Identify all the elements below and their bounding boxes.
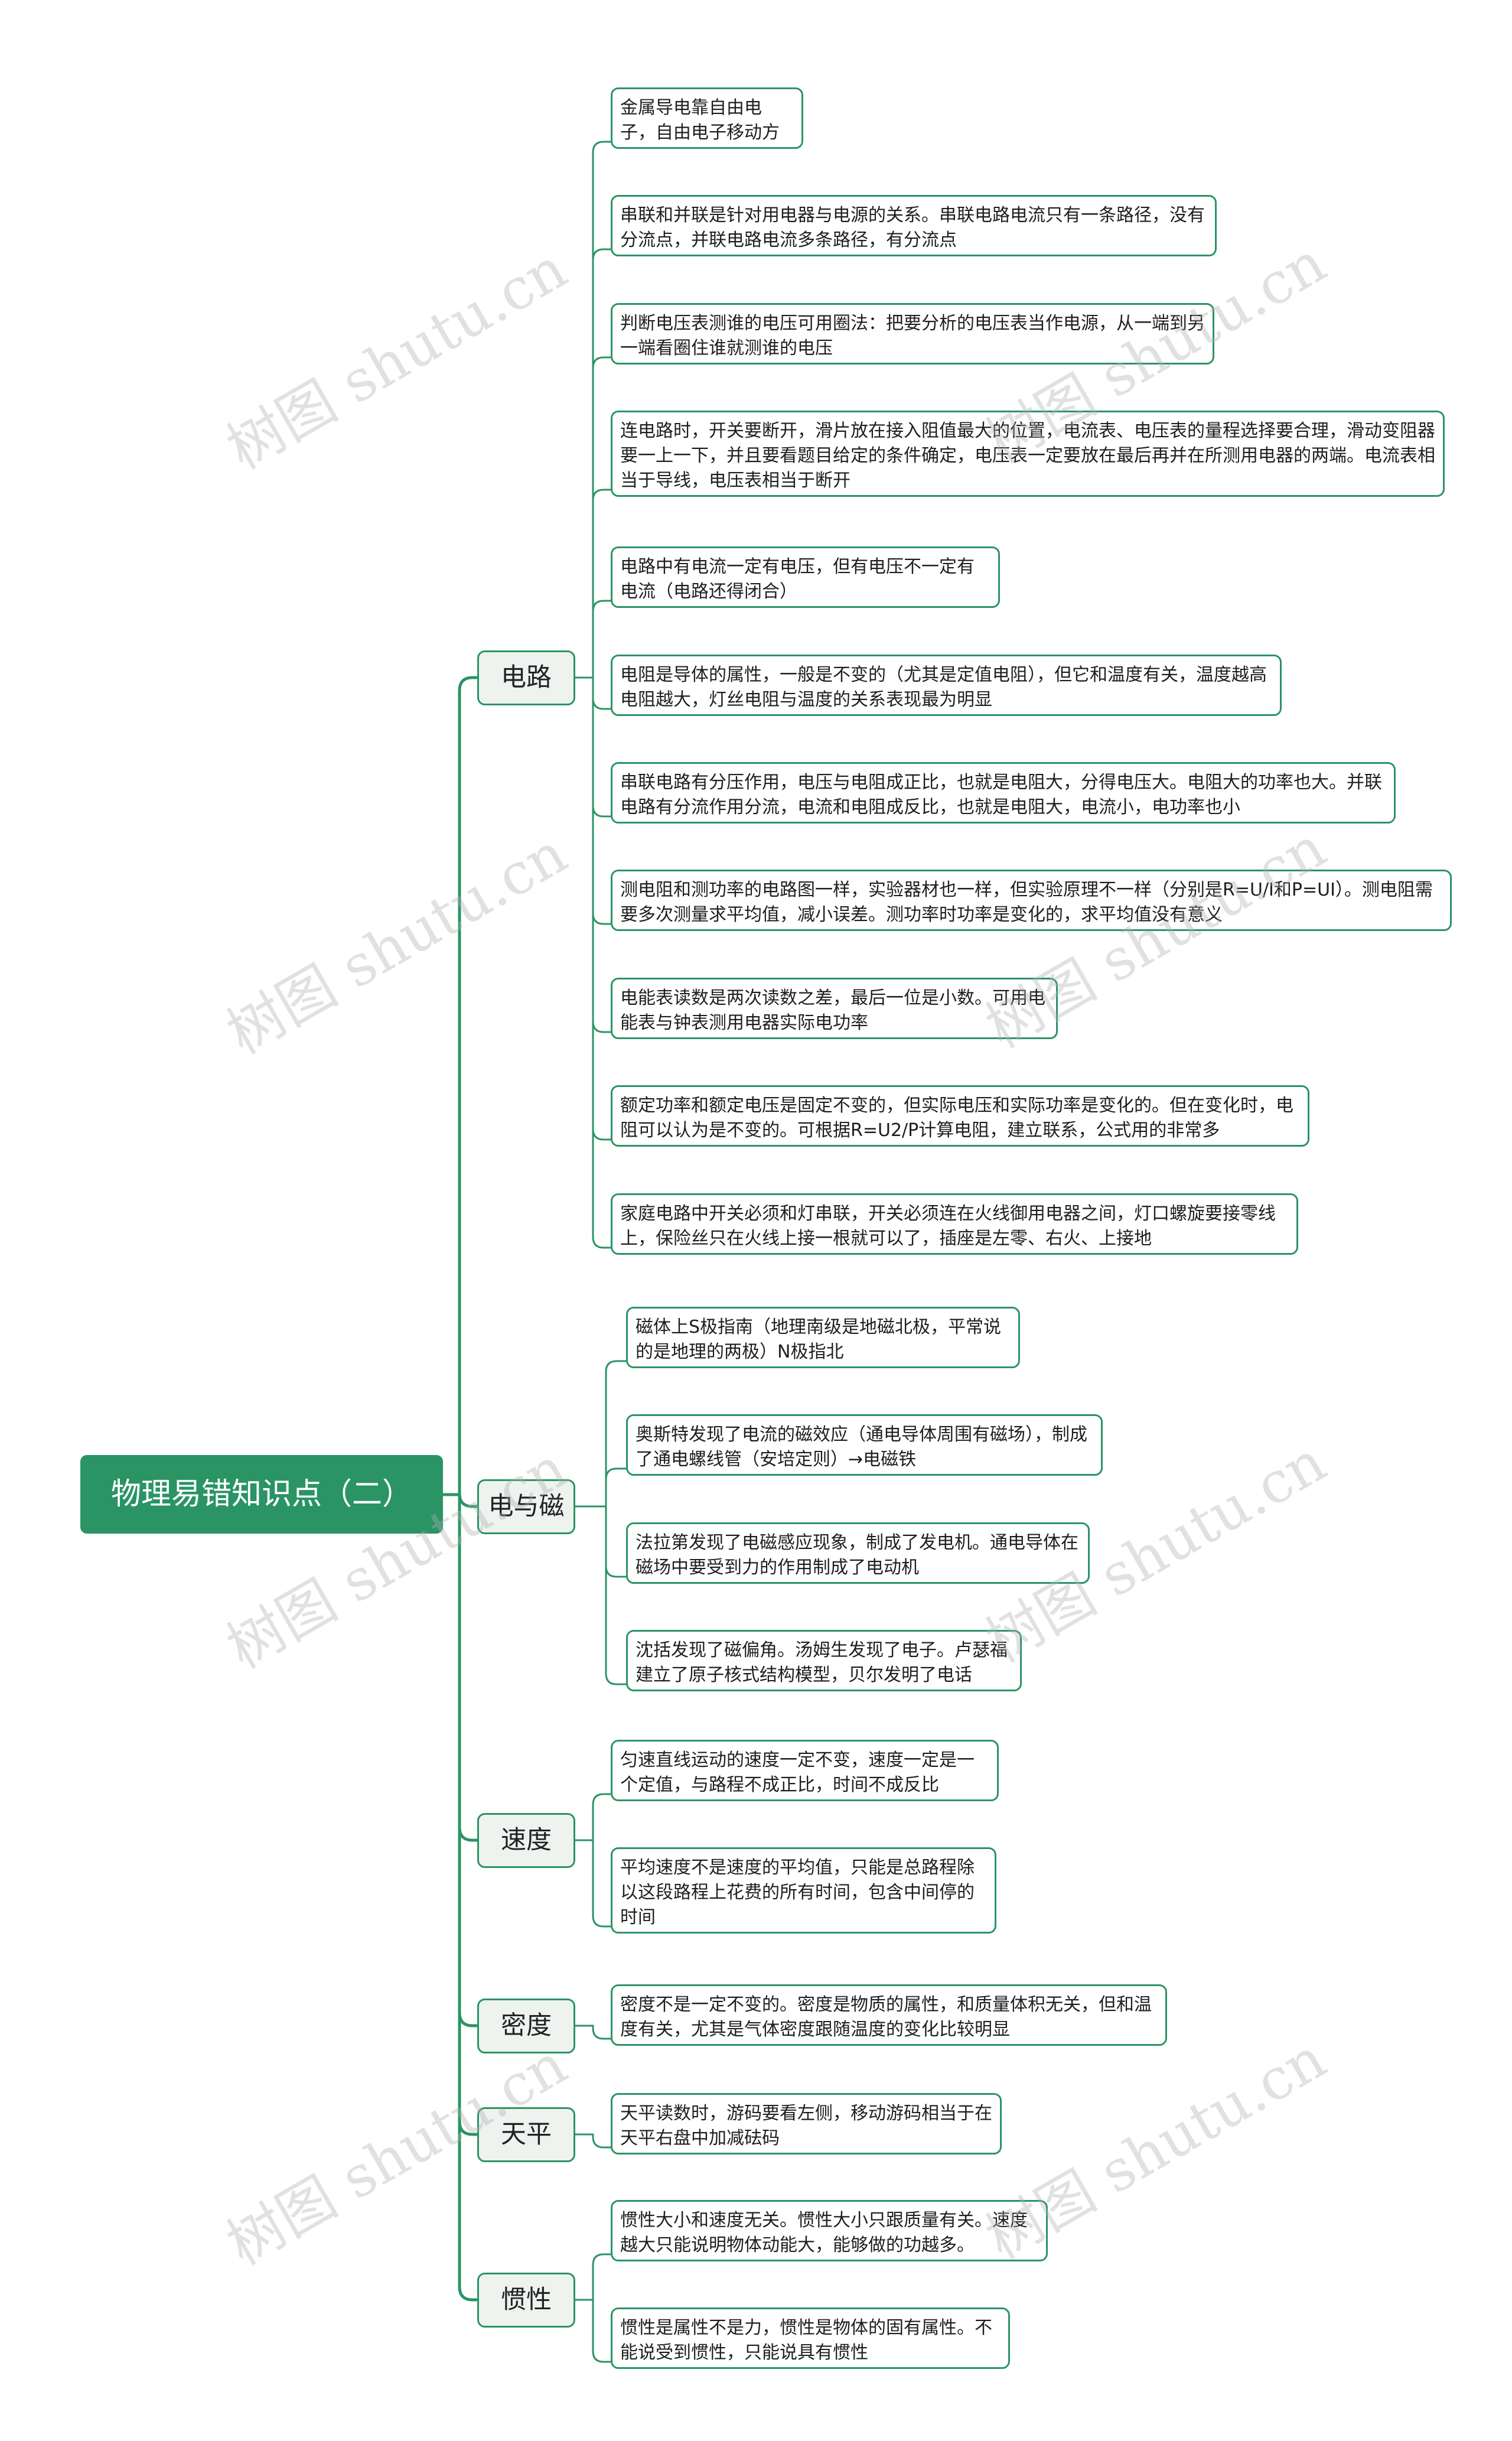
leaf-connector bbox=[592, 676, 612, 1033]
leaf-connector bbox=[592, 356, 612, 679]
branch-node[interactable]: 天平 bbox=[477, 2107, 575, 2162]
leaf-connector bbox=[592, 676, 612, 925]
leaf-connector bbox=[592, 1839, 612, 1928]
branch-connector bbox=[458, 676, 479, 1496]
leaf-node[interactable]: 密度不是一定不变的。密度是物质的属性，和质量体积无关，但和温度有关，尤其是气体密… bbox=[611, 1984, 1167, 2046]
leaf-node[interactable]: 测电阻和测功率的电路图一样，实验器材也一样，但实验原理不一样（分别是R=U/I和… bbox=[611, 870, 1452, 931]
leaf-node[interactable]: 惯性是属性不是力，惯性是物体的固有属性。不能说受到惯性，只能说具有惯性 bbox=[611, 2307, 1010, 2369]
leaf-node[interactable]: 惯性大小和速度无关。惯性大小只跟质量有关。速度越大只能说明物体动能大，能够做的功… bbox=[611, 2200, 1048, 2261]
branch-connector bbox=[458, 1493, 479, 1508]
leaf-node[interactable]: 判断电压表测谁的电压可用圈法：把要分析的电压表当作电源，从一端到另一端看圈住谁就… bbox=[611, 303, 1214, 364]
branch-connector bbox=[458, 1493, 479, 2302]
leaf-node[interactable]: 电阻是导体的属性，一般是不变的（尤其是定值电阻），但它和温度有关，温度越高电阻越… bbox=[611, 655, 1282, 716]
branch-node[interactable]: 速度 bbox=[477, 1812, 575, 1868]
leaf-node[interactable]: 额定功率和额定电压是固定不变的，但实际电压和实际功率是变化的。但在变化时，电阻可… bbox=[611, 1085, 1309, 1147]
leaf-connector bbox=[592, 2133, 612, 2149]
leaf-node[interactable]: 磁体上S极指南（地理南级是地磁北极，平常说的是地理的两极）N极指北 bbox=[626, 1307, 1020, 1368]
leaf-connector bbox=[592, 248, 612, 679]
branch-node[interactable]: 电路 bbox=[477, 650, 575, 705]
root-node[interactable]: 物理易错知识点（二） bbox=[80, 1455, 443, 1534]
leaf-node[interactable]: 电路中有电流一定有电压，但有电压不一定有电流（电路还得闭合） bbox=[611, 546, 1000, 608]
branch-connector bbox=[458, 1493, 479, 2136]
leaf-connector bbox=[605, 1360, 627, 1508]
leaf-connector bbox=[592, 676, 612, 818]
leaf-node[interactable]: 金属导电靠自由电子，自由电子移动方向和电流方向相反 bbox=[611, 87, 803, 149]
leaf-connector bbox=[592, 1793, 612, 1841]
leaf-node[interactable]: 电能表读数是两次读数之差，最后一位是小数。可用电能表与钟表测用电器实际电功率 bbox=[611, 978, 1058, 1039]
leaf-node[interactable]: 串联电路有分压作用，电压与电阻成正比，也就是电阻大，分得电压大。电阻大的功率也大… bbox=[611, 762, 1396, 824]
leaf-connector bbox=[605, 1505, 627, 1578]
leaf-node[interactable]: 天平读数时，游码要看左侧，移动游码相当于在天平右盘中加减砝码 bbox=[611, 2093, 1002, 2154]
leaf-connector bbox=[592, 676, 612, 1141]
leaf-node[interactable]: 匀速直线运动的速度一定不变，速度一定是一个定值，与路程不成正比，时间不成反比 bbox=[611, 1740, 999, 1801]
branch-node[interactable]: 密度 bbox=[477, 1998, 575, 2053]
leaf-node[interactable]: 法拉第发现了电磁感应现象，制成了发电机。通电导体在磁场中要受到力的作用制成了电动… bbox=[626, 1522, 1090, 1584]
leaf-node[interactable]: 沈括发现了磁偏角。汤姆生发现了电子。卢瑟福建立了原子核式结构模型，贝尔发明了电话 bbox=[626, 1630, 1022, 1691]
branch-connector bbox=[458, 1493, 479, 1842]
branch-node[interactable]: 惯性 bbox=[477, 2272, 575, 2328]
leaf-connector bbox=[592, 141, 612, 679]
leaf-node[interactable]: 连电路时，开关要断开，滑片放在接入阻值最大的位置，电流表、电压表的量程选择要合理… bbox=[611, 411, 1445, 497]
leaf-connector bbox=[605, 1467, 627, 1508]
leaf-node[interactable]: 平均速度不是速度的平均值，只能是总路程除以这段路程上花费的所有时间，包含中间停的… bbox=[611, 1847, 996, 1934]
branch-connector bbox=[458, 1493, 479, 2027]
leaf-connector bbox=[592, 489, 612, 679]
leaf-node[interactable]: 串联和并联是针对用电器与电源的关系。串联电路电流只有一条路径，没有分流点，并联电… bbox=[611, 195, 1217, 256]
leaf-connector bbox=[592, 2299, 612, 2363]
leaf-connector bbox=[592, 2253, 612, 2301]
leaf-node[interactable]: 家庭电路中开关必须和灯串联，开关必须连在火线御用电器之间，灯口螺旋要接零线上，保… bbox=[611, 1193, 1298, 1255]
leaf-connector bbox=[592, 676, 612, 1249]
branch-node[interactable]: 电与磁 bbox=[477, 1479, 575, 1534]
leaf-connector bbox=[605, 1505, 627, 1685]
leaf-connector bbox=[592, 600, 612, 679]
leaf-connector bbox=[592, 2025, 612, 2040]
leaf-node[interactable]: 奥斯特发现了电流的磁效应（通电导体周围有磁场），制成了通电螺线管（安培定则）→电… bbox=[626, 1414, 1103, 1476]
leaf-connector bbox=[592, 676, 612, 710]
